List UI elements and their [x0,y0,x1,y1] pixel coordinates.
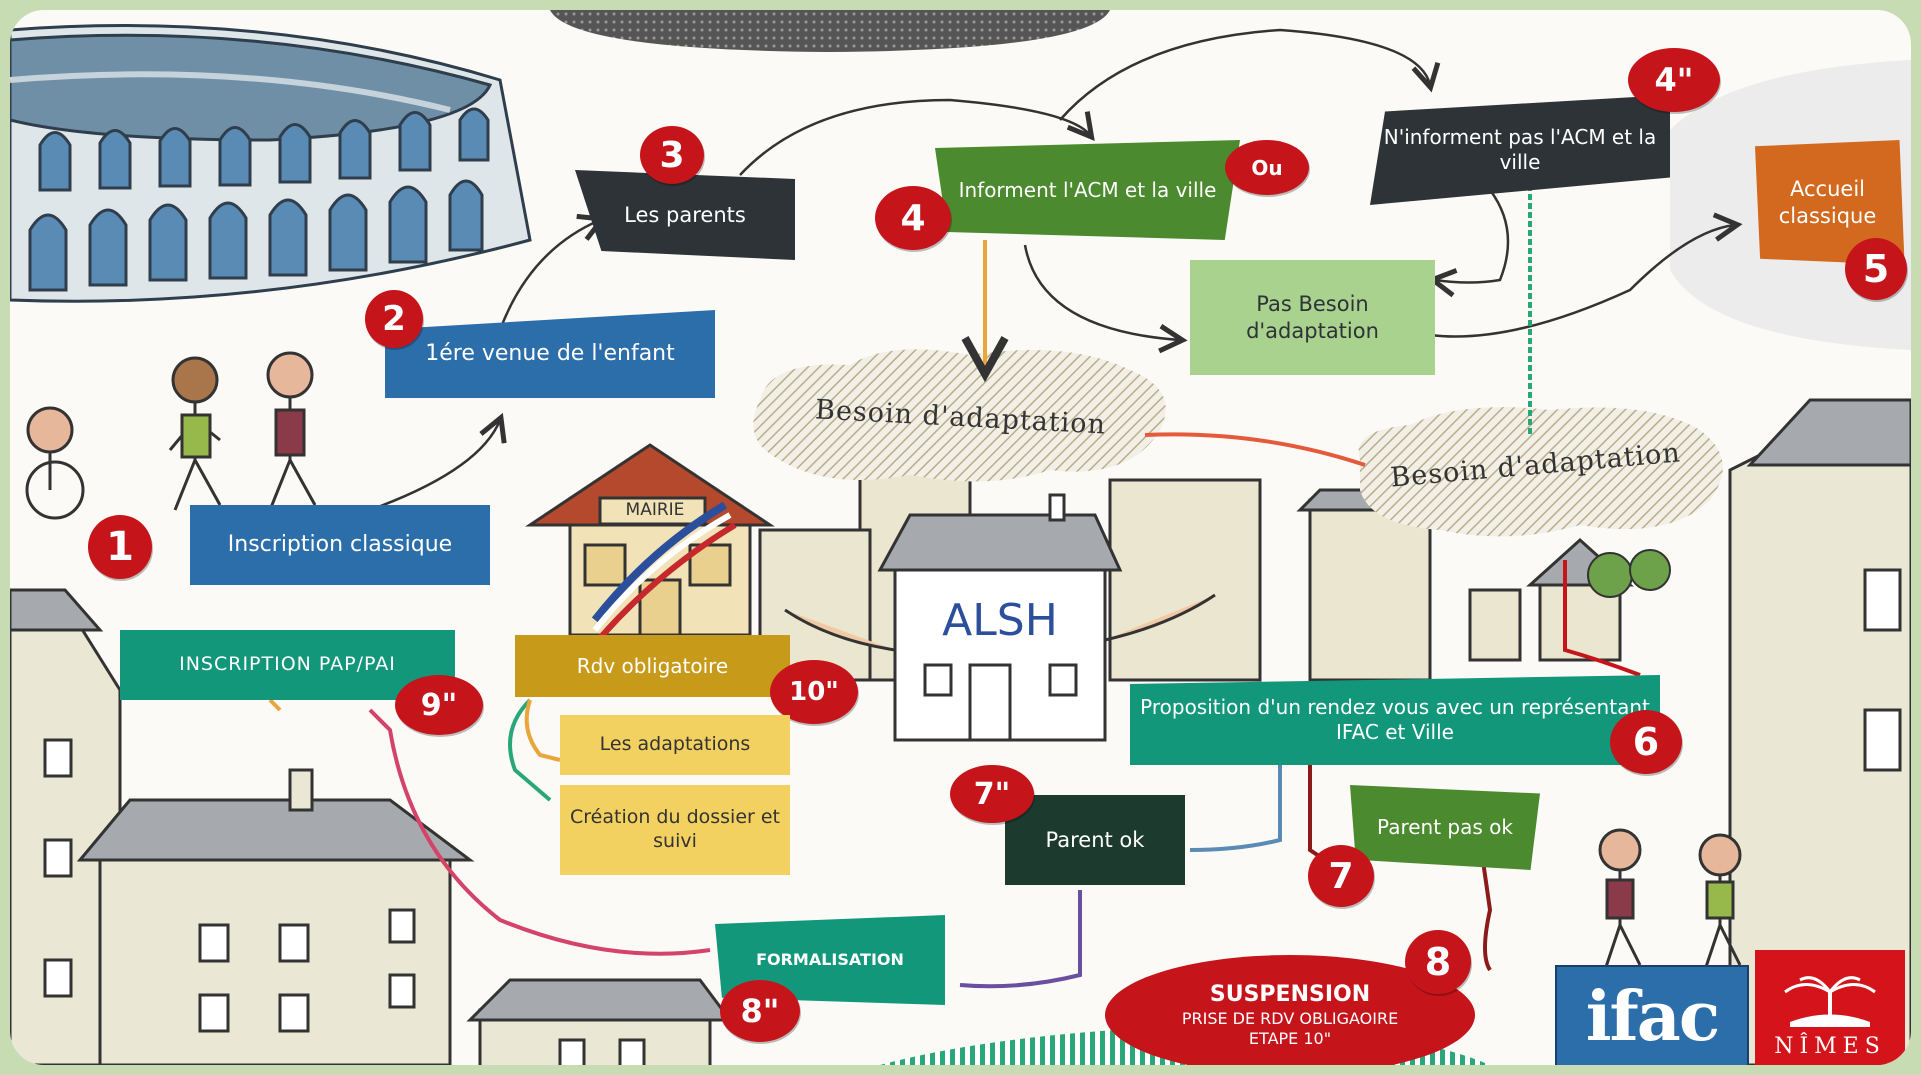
nimes-logo-text: NÎMES [1774,1034,1886,1059]
alsh-building [784,493,1216,742]
step3-label: Les parents [575,170,795,260]
top-dotted-shape [550,10,1110,52]
step1-label: Inscription classique [190,505,490,585]
pas-besoin-label: Pas Besoin d'adaptation [1190,260,1435,375]
step2-badge: 2 [365,290,423,348]
step9b-badge: 9" [395,675,483,735]
step10b-label: Rdv obligatoire [515,635,790,697]
step7-badge: 7 [1308,845,1374,907]
step8-badge: 8 [1405,930,1471,994]
step4-label: Informent l'ACM et la ville [935,140,1240,240]
cloud-besoin-left [753,349,1166,482]
ifac-logo-text: ifac [1585,977,1721,1057]
step5-label: Accueil classique [1755,140,1905,265]
step6-label: Proposition d'un rendez vous avec un rep… [1130,675,1660,765]
illustration-frame: Inscription classique 1 1ére venue de l'… [10,10,1911,1065]
step8b-badge: 8" [720,980,800,1042]
step5-badge: 5 [1845,238,1907,300]
crocodile-palm-icon [1784,976,1876,1027]
trees [1587,549,1671,598]
ou-badge: Ou [1225,140,1309,195]
adaptations-box: Les adaptations [560,715,790,775]
step3-badge: 3 [640,126,704,184]
step4b-badge: 4" [1628,48,1720,112]
step7b-badge: 7" [950,765,1034,823]
dossier-box: Création du dossier et suivi [560,785,790,875]
step7-label: Parent pas ok [1350,785,1540,870]
step9b-label: INSCRIPTION PAP/PAI [120,630,455,700]
color-connectors [268,185,1641,989]
step4-badge: 4 [875,186,951,250]
cloud-besoin-right [1358,407,1723,537]
step7b-label: Parent ok [1005,795,1185,885]
step10b-badge: 10" [770,660,858,724]
building-lower-left [76,768,475,1065]
step6-badge: 6 [1610,710,1682,774]
building-bottom-center [466,978,733,1065]
arena-illustration [10,24,532,303]
step8-line3: ETAPE 10" [1248,1028,1332,1048]
nimes-logo: NÎMES [1755,950,1905,1065]
mairie-building [525,443,775,640]
building-left [10,588,122,1065]
characters-left [25,351,317,520]
step8-line1: SUSPENSION [1209,982,1371,1008]
ifac-logo: ifac [1555,965,1749,1065]
building-right [1728,398,1911,1065]
characters-right [1598,828,1742,971]
step8-line2: PRISE DE RDV OBLIGAOIRE [1181,1008,1399,1028]
alsh-sign: ALSH [942,594,1058,646]
mairie-sign: MAIRIE [625,500,685,521]
step1-badge: 1 [88,515,152,579]
connectors [369,28,1735,512]
